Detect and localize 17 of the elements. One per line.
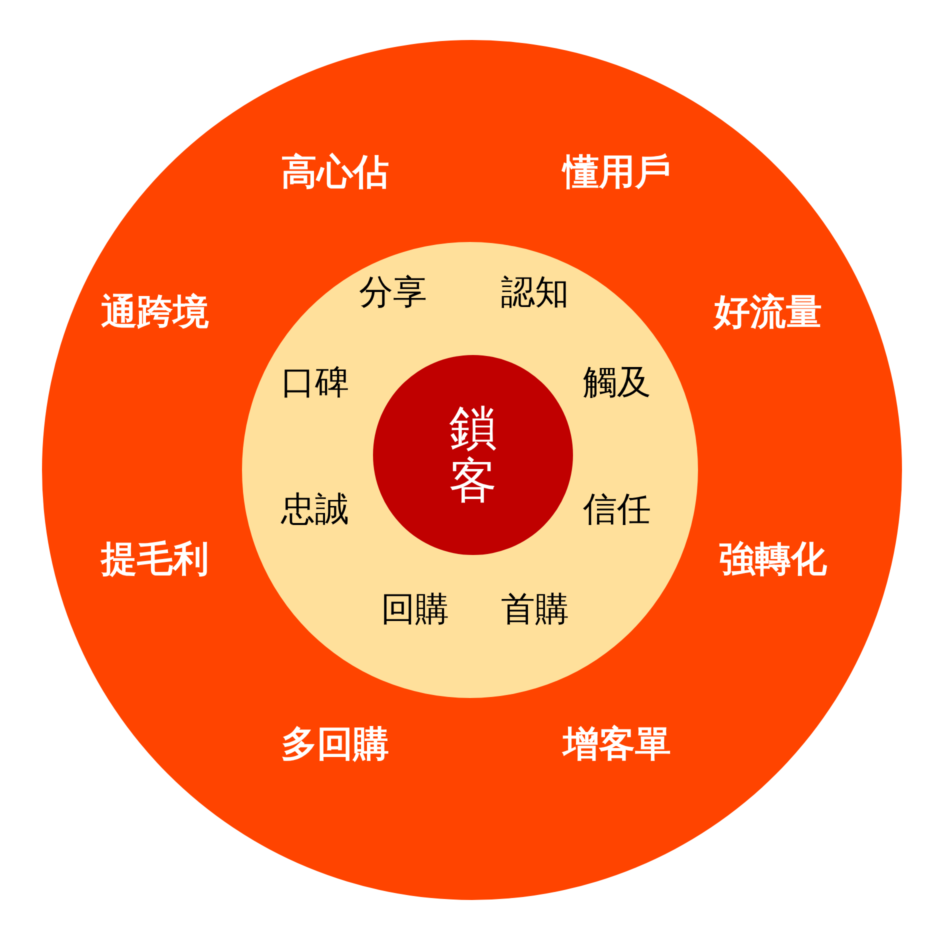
ring-label: 觸及: [583, 362, 651, 404]
ring-label: 強轉化: [719, 538, 827, 582]
ring-label: 多回購: [281, 723, 389, 767]
ring-label: 口碑: [281, 362, 349, 404]
ring-label: 鎖客: [449, 402, 497, 508]
ring-label: 忠誠: [281, 488, 349, 532]
ring-label: 好流量: [714, 291, 822, 335]
ring-label: 高心佔: [281, 151, 389, 195]
ring-label: 通跨境: [101, 291, 209, 335]
ring-label: 懂用戶: [563, 151, 671, 195]
ring-label: 首購: [501, 588, 569, 632]
ring-label: 回購: [381, 588, 449, 632]
ring-label: 提毛利: [101, 538, 209, 582]
ring-label: 分享: [359, 272, 427, 314]
ring-label: 增客單: [563, 723, 671, 767]
ring-label: 認知: [501, 272, 569, 314]
ring-label: 信任: [583, 488, 651, 532]
